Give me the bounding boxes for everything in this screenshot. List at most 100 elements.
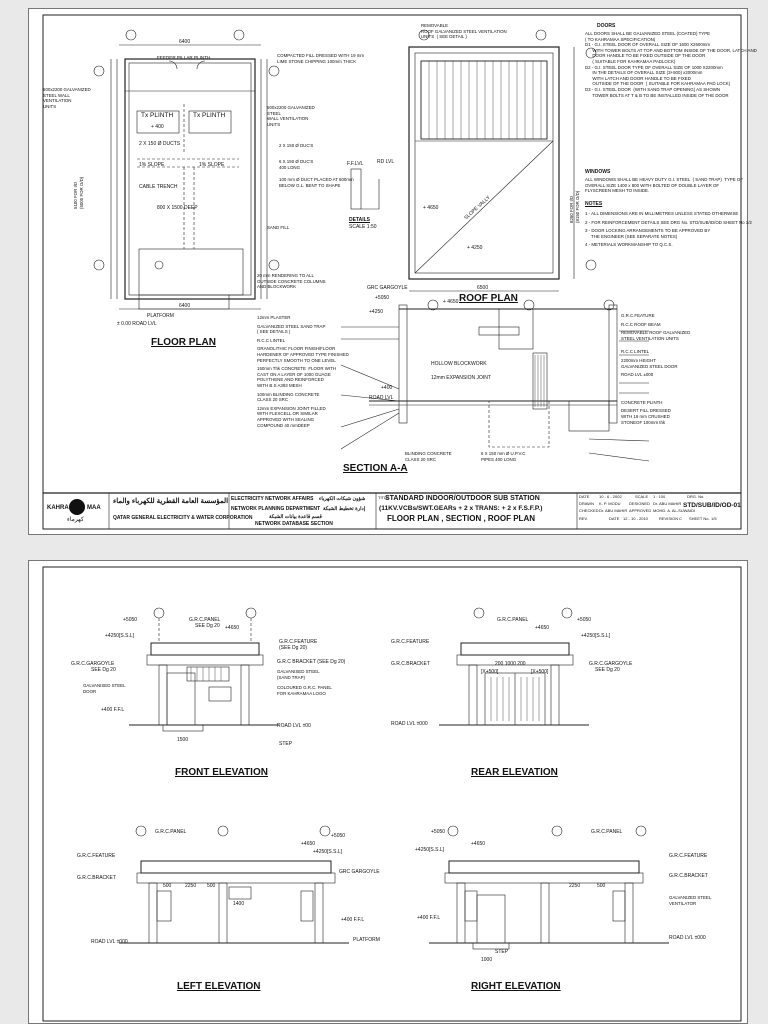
- floor-plan-road-level: ± 0.00 ROAD LVL: [117, 321, 157, 327]
- floor-plan-render-note: 20 mm RENDERING TO ALL OUTSIDE CONCRETE …: [257, 273, 326, 290]
- drawing-sheet-1: 6400 FEEDER PILLAR PLINTH Tx PLINTH Tx P…: [28, 8, 757, 535]
- windows-line: OVERALL SIZE 1400 x 800 WITH BOLTED OF D…: [585, 182, 720, 188]
- rear-level-4650: +4650: [535, 625, 550, 631]
- drawing-title-3: FLOOR PLAN , SECTION , ROOF PLAN: [387, 514, 535, 523]
- section-hollow: HOLLOW BLOCKWORK: [431, 361, 487, 367]
- meta-sheet: 1/5: [711, 516, 717, 521]
- front-grc-panel: G.R.C.PANEL: [189, 617, 221, 623]
- left-grc-feature: G.R.C.FEATURE: [77, 853, 116, 859]
- front-door: GALVANISED STEEL DOOR: [83, 683, 126, 694]
- meta-scale-label: SCALE: [635, 494, 649, 499]
- front-sand-trap: GALVANISED STEEL (SAND TRAP): [277, 669, 320, 680]
- meta-designed: Dr. ABU MAHIR: [653, 501, 682, 506]
- floor-plan-platform: PLATFORM: [147, 313, 174, 319]
- doors-line: OUTSIDE OF THE DOOR ( SUITABLE FOR KAHRA…: [585, 81, 731, 87]
- section-level-400: +400: [381, 385, 393, 391]
- right-road: ROAD LVL ±000: [669, 935, 706, 941]
- meta-date: 10 - 6 - 2002: [599, 494, 622, 499]
- floor-plan-vent-left: 500x2200 GALVANIZED STEEL WALL VENTILATI…: [43, 87, 91, 109]
- windows-list: ALL WINDOWS SHALL BE HEAVY DUTY G.I. STE…: [585, 177, 743, 194]
- logo-emblem: [69, 499, 85, 515]
- title-block-meta: DATE 10 - 6 - 2002 SCALE 1 : 100 DRG. No…: [579, 494, 741, 528]
- doors-heading: DOORS: [597, 23, 616, 29]
- rear-door-dims: 200 1000 200: [495, 661, 526, 667]
- section-level-5050: +5050: [375, 295, 390, 301]
- left-dim-500a: 500: [163, 883, 172, 889]
- notes-line: 1 - ALL DIMENSIONS ARE IN MILLIMETRES UN…: [585, 211, 739, 216]
- front-grc-gargoyle: G.R.C.GARGOYLE: [71, 661, 115, 667]
- doors-line: WITH LATCH AND DOOR HANDLE TO BE FIXED: [585, 75, 691, 81]
- meta-drawn: K. P. MODU: [599, 501, 621, 506]
- roof-plan-dim-height: 8250 FOR I/D (8150 FOR O/D): [569, 190, 580, 223]
- left-dim-2250: 2250: [185, 883, 197, 889]
- meta-rev-label: REV.: [579, 516, 588, 521]
- doors-line: ( SUITABLE FOR KAHRAMAA PADLOCK): [585, 58, 676, 64]
- sheet-2-linework: [42, 566, 742, 1022]
- meta-drg-label: DRG. No.: [687, 494, 705, 499]
- details-scale: SCALE 1:50: [349, 224, 377, 230]
- rear-grc-feature: G.R.C.FEATURE: [391, 639, 430, 645]
- roof-plan-level-4650: + 4650: [423, 205, 439, 211]
- right-level-4650: +4650: [471, 841, 486, 847]
- front-ffl: +400 F.F.L: [101, 707, 125, 713]
- section-label: 12mm PLASTER: [257, 315, 291, 320]
- meta-approved: MOHD. A. AL-SUWAIDI: [653, 508, 696, 513]
- left-dim-500b: 500: [207, 883, 216, 889]
- floor-plan-ducts-label: 2 X 150 Ø DUCTS: [139, 141, 181, 147]
- notes-heading: NOTES: [585, 201, 603, 207]
- section-right-labels: G.R.C.FEATURE R.C.C ROOF BEAM REMOVABLE …: [621, 313, 690, 425]
- right-dim-1000: 1000: [481, 957, 493, 963]
- floor-plan-ducts6-note: 6 X 150 Ø DUC'S 400 LONG: [279, 159, 314, 170]
- meta-revision-label: REVISION: [659, 516, 679, 521]
- section-label: REMOVABLE ROOF GALVANIZED STEEL VENTILAT…: [621, 330, 691, 341]
- section-level-4250: +4250: [369, 309, 384, 315]
- org-name-english: QATAR GENERAL ELECTRICITY & WATER CORPOR…: [113, 515, 253, 521]
- meta-date-label: DATE: [579, 494, 590, 499]
- meta-checked: Dr. ABU MAHIR: [599, 508, 628, 513]
- meta-designed-label: DESIGNED: [629, 501, 650, 506]
- floor-plan-slope-left: 1% SLOPE: [139, 162, 165, 168]
- right-level-5050: +5050: [431, 829, 446, 835]
- meta-scale: 1 : 100: [653, 494, 666, 499]
- meta-checked-label: CHECKED: [579, 508, 599, 513]
- right-dim-2250: 2250: [569, 883, 581, 889]
- left-grc-bracket: G.R.C.BRACKET: [77, 875, 116, 881]
- section-label: ROAD LVL ±000: [621, 372, 654, 378]
- notes-line: THE ENGINEER (SEE SEPARATE NOTES): [585, 233, 678, 239]
- rear-level-4250: +4250[S.S.L]: [581, 633, 611, 639]
- rear-grc-panel: G.R.C.PANEL: [497, 617, 529, 623]
- section-label: CONCRETE PLINTH: [621, 399, 663, 405]
- front-road: ROAD LVL ±00: [277, 723, 311, 729]
- front-grc-panel-ref: SEE Dg 20: [195, 623, 220, 629]
- doors-line: D1 - G.I. STEEL DOOR OF OVERALL SIZE OF …: [585, 42, 711, 48]
- meta-drg-no: STD/SUB/ID/OD-01: [683, 502, 741, 509]
- rear-level-5050: +5050: [577, 617, 592, 623]
- front-step: STEP: [279, 741, 293, 747]
- section-label: R.C.C LINTEL: [621, 349, 650, 355]
- floor-plan-vent-right: 500x2200 GALVANIZED STEEL WALL VENTILATI…: [267, 105, 315, 127]
- section-title: SECTION A-A: [343, 463, 408, 474]
- notes-line: 2 - FOR REINFORCEMENT DETAILS SEE DRG No…: [585, 219, 752, 225]
- section-pipes: 6 X 150 mm Ø U.P.V.C PIPES 400 LONG: [481, 451, 526, 462]
- doors-line: TOWER BOLTS AT T & B TO BE INSTALLED INS…: [585, 92, 729, 98]
- front-elevation-title: FRONT ELEVATION: [175, 767, 268, 778]
- dept-planning: NETWORK PLANNING DEPARTMENT: [231, 506, 321, 512]
- right-grc-panel: G.R.C.PANEL: [591, 829, 623, 835]
- rear-elevation-title: REAR ELEVATION: [471, 767, 558, 778]
- org-name-arabic: المؤسسة العامة القطرية للكهرباء والماء: [113, 498, 229, 505]
- drawing-title-2: (11KV.VCBs/SWT.GEARs + 2 x TRANS: + 2 x …: [379, 505, 543, 512]
- right-ffl: +400 F.F.L: [417, 915, 441, 921]
- left-ffl: +400 F.F.L: [341, 917, 365, 923]
- right-elevation-title: RIGHT ELEVATION: [471, 981, 561, 992]
- meta-sheet-label: SHEET No.: [689, 516, 710, 521]
- dept-database: NETWORK DATABASE SECTION: [255, 521, 333, 527]
- dept-database-ar: قسم قاعدة بيانات الشبكة: [269, 514, 322, 520]
- left-level-4250: +4250[S.S.L]: [313, 849, 343, 855]
- front-grc-bracket: G.R.C BRACKET (SEE Dg 20): [277, 659, 346, 665]
- floor-plan-dim-top: 6400: [179, 39, 191, 45]
- notes-line: 4 - METERIALS WORKMANSHIP TO Q.C.S.: [585, 242, 673, 248]
- meta-rev-date: 12 - 10 - 2010: [623, 516, 648, 521]
- floor-plan-feeder-label: FEEDER PILLAR PLINTH: [157, 55, 211, 60]
- right-step: STEP: [495, 949, 509, 955]
- roof-plan-level-4250: + 4250: [467, 245, 483, 251]
